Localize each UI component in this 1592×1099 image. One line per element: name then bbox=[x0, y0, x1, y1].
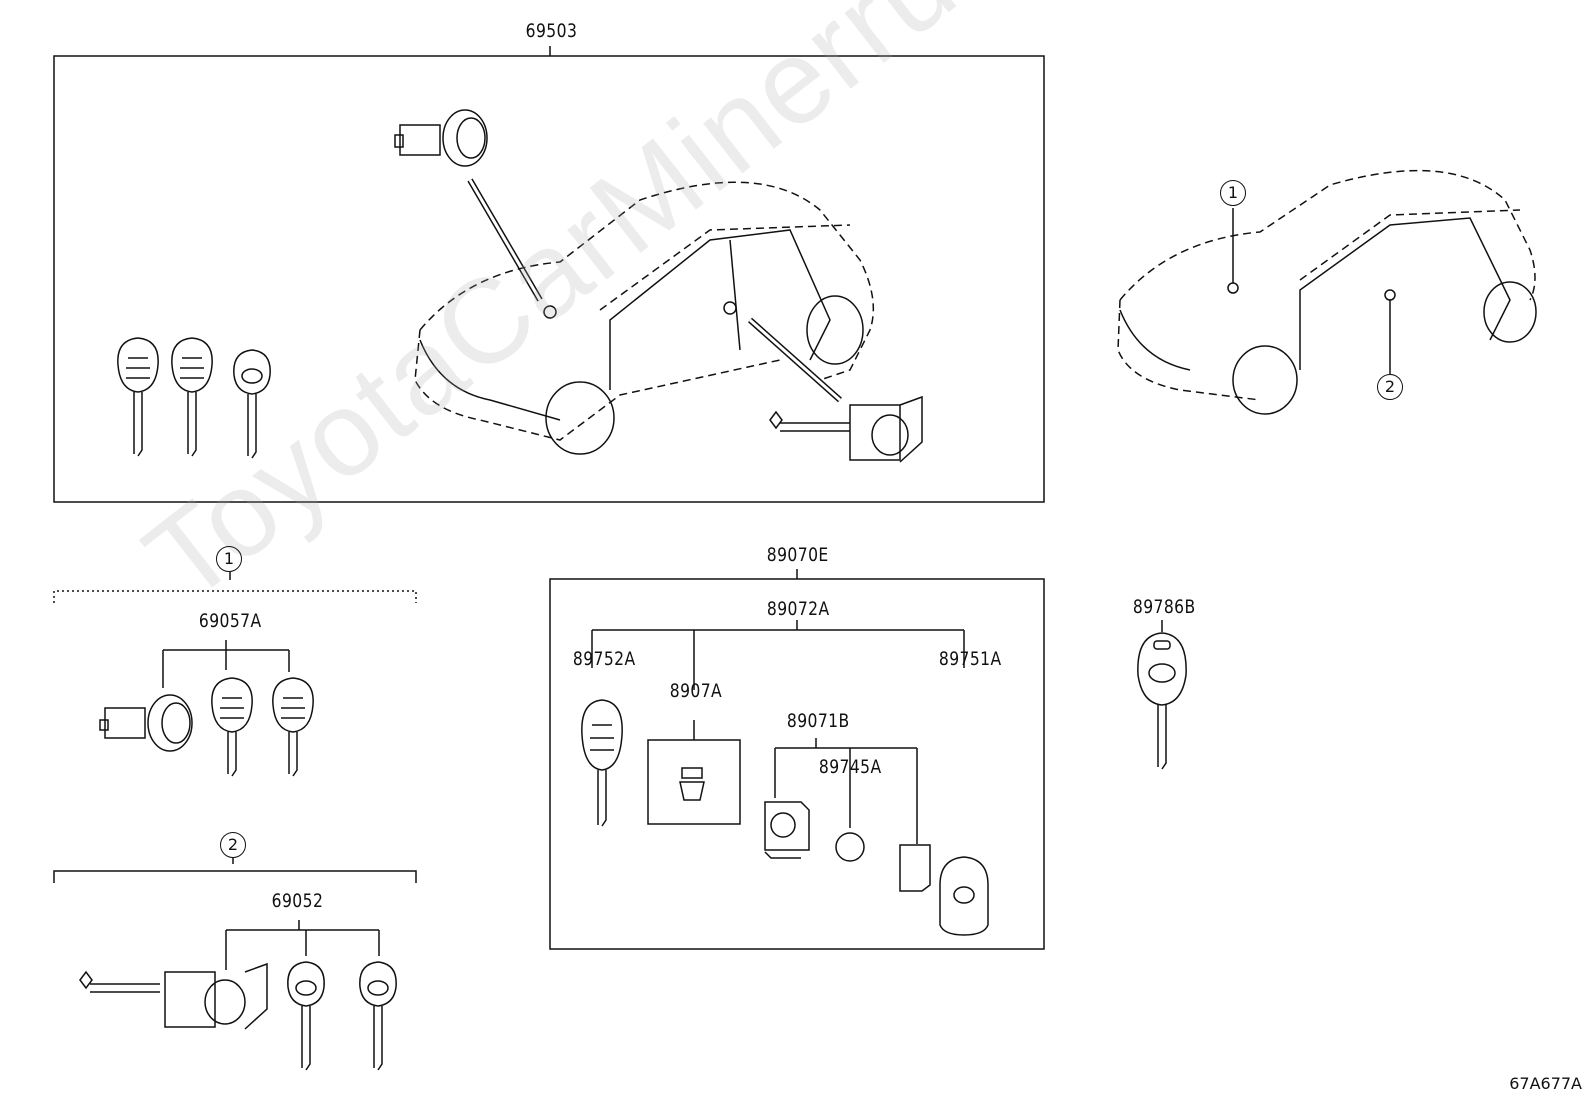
label-89752A: 89752A bbox=[572, 648, 636, 670]
label-89786B: 89786B bbox=[1132, 596, 1196, 618]
label-69503: 69503 bbox=[525, 20, 578, 42]
key-set-top bbox=[117, 337, 271, 459]
callout-1-car: 1 bbox=[1220, 180, 1246, 206]
label-89071B: 89071B bbox=[786, 710, 850, 732]
label-89070E: 89070E bbox=[766, 544, 829, 566]
case-8907A bbox=[647, 739, 741, 825]
callout-1-group: 1 bbox=[216, 546, 242, 572]
callout-2-car: 2 bbox=[1377, 374, 1403, 400]
car-outline-top bbox=[414, 181, 875, 441]
car-solid-right bbox=[1119, 217, 1537, 415]
label-69052: 69052 bbox=[271, 890, 324, 912]
label-69057A: 69057A bbox=[198, 610, 262, 632]
callout-2-group: 2 bbox=[220, 832, 246, 858]
label-89072A: 89072A bbox=[766, 598, 830, 620]
group1-bracket bbox=[53, 590, 417, 603]
remote-key-89752A bbox=[581, 699, 623, 827]
cover-part bbox=[899, 844, 931, 892]
label-89745A: 89745A bbox=[818, 756, 882, 778]
assembly-box-89070E bbox=[549, 578, 1045, 950]
car-outline-right bbox=[1117, 169, 1536, 401]
label-89751A: 89751A bbox=[938, 648, 1002, 670]
car-solid-top bbox=[419, 229, 864, 455]
ignition-cylinder-top bbox=[394, 109, 488, 167]
ignition-cylinder-group1 bbox=[99, 694, 193, 752]
battery-89745A bbox=[835, 832, 865, 862]
group2-bracket bbox=[53, 870, 417, 883]
diagram-code: 67A677A bbox=[1509, 1074, 1582, 1093]
label-8907A: 8907A bbox=[669, 680, 723, 702]
remote-key-89751A bbox=[939, 856, 989, 936]
assembly-box-69503 bbox=[53, 55, 1045, 503]
door-lock-cylinder-group2 bbox=[79, 962, 268, 1030]
door-lock-cylinder-top bbox=[769, 395, 923, 463]
transmitter-board-89071B bbox=[764, 801, 810, 859]
key-89786B bbox=[1137, 632, 1187, 770]
